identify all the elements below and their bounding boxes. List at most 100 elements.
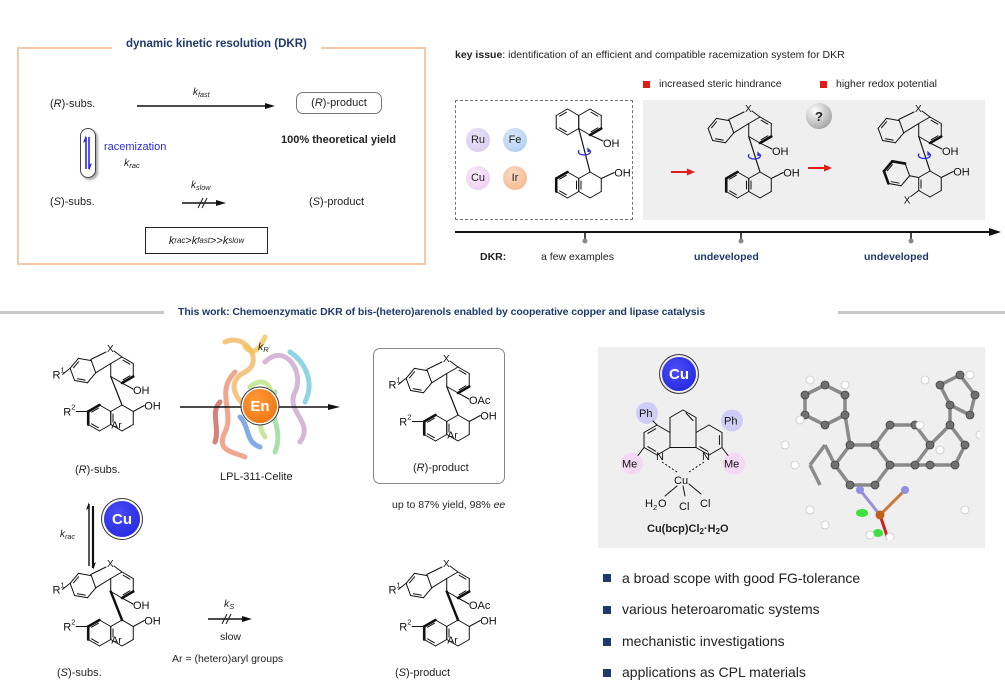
bond <box>445 590 460 622</box>
racemization-equilibrium-arrows <box>86 502 96 570</box>
bond <box>110 375 123 406</box>
bond <box>95 578 112 589</box>
xray-nitrogen-atom <box>901 486 909 494</box>
bond <box>748 136 761 144</box>
bond <box>714 138 724 141</box>
atom-label: 1 <box>60 580 64 589</box>
yield-ee-text: up to 87% yield, 98% ee <box>392 499 506 511</box>
xray-hydrogen-atom <box>805 505 815 515</box>
bond <box>708 424 723 433</box>
bond <box>77 572 92 577</box>
xray-carbon-atom <box>910 460 920 470</box>
question-mark-icon: ? <box>806 103 832 129</box>
slow-blocked-arrow-scheme <box>208 614 252 624</box>
bond <box>121 424 134 432</box>
atom-label: 1 <box>60 365 64 374</box>
xray-chlorine-atom <box>873 529 883 537</box>
atom-label: 2 <box>653 503 657 512</box>
bond <box>90 566 107 575</box>
bond <box>113 350 123 358</box>
bond <box>929 142 943 150</box>
highlight-cpl: applications as CPL materials <box>622 664 806 680</box>
xray-carbon-atom <box>845 480 855 490</box>
xray-hydrogen-atom <box>975 430 980 440</box>
bond <box>715 117 730 122</box>
bond <box>422 382 433 394</box>
bond <box>751 110 761 118</box>
bond <box>695 424 710 433</box>
bond <box>410 390 424 394</box>
xray-carbon-atom <box>840 390 850 400</box>
bond <box>707 117 717 129</box>
bond <box>69 367 76 382</box>
bond <box>69 357 79 369</box>
bond <box>122 375 131 381</box>
racemization-label: racemization <box>104 141 167 153</box>
bond <box>930 135 939 141</box>
bond <box>887 182 902 187</box>
bond <box>566 128 580 136</box>
fast-arrow <box>137 103 275 109</box>
r-subs-text: -subs. <box>65 98 96 110</box>
atom-label: R <box>63 622 71 634</box>
me-highlight <box>722 452 745 475</box>
timeline-stage-bis-hetero: undeveloped <box>864 251 929 263</box>
bond <box>426 361 443 370</box>
atom-label: OH <box>133 385 150 397</box>
bond <box>86 618 101 628</box>
bond <box>566 171 580 179</box>
s-product-label: (S)-product <box>309 196 365 208</box>
xray-n-cu-bond <box>858 489 882 516</box>
bond <box>940 171 954 178</box>
bond <box>468 415 481 422</box>
atom-label: OH <box>614 168 630 180</box>
bond <box>409 371 416 379</box>
bond <box>458 574 467 580</box>
bond <box>121 597 134 605</box>
s-product-caption: (S)-product <box>395 667 451 679</box>
ar-definition: Ar = (hetero)aryl groups <box>172 653 284 665</box>
bond <box>600 172 615 179</box>
bullet-icon <box>603 669 611 677</box>
bond <box>86 403 101 413</box>
legend-marker-steric <box>643 81 650 88</box>
xray-carbon-atom <box>950 460 960 470</box>
bond <box>110 571 123 579</box>
bond <box>559 127 567 133</box>
bond <box>725 191 738 199</box>
bullet-icon <box>603 606 611 614</box>
bond <box>748 171 761 179</box>
dkr-panel-title: dynamic kinetic resolution (DKR) <box>112 38 321 51</box>
bond <box>95 363 112 374</box>
bond <box>886 164 893 172</box>
bond <box>759 142 773 150</box>
atom-label: Ar <box>447 430 458 442</box>
r-product-box <box>373 348 505 484</box>
bond <box>110 424 123 432</box>
timeline-axis <box>455 228 1001 244</box>
bond <box>449 360 459 368</box>
bond <box>759 171 772 179</box>
bullet-icon <box>603 638 611 646</box>
bond <box>458 590 467 596</box>
highlight-heteroaromatic: various heteroaromatic systems <box>622 601 820 617</box>
bond <box>110 376 123 384</box>
bond <box>559 190 567 196</box>
xray-hydrogen-atom <box>805 375 815 385</box>
bond <box>708 447 723 456</box>
xray-bond <box>808 443 827 467</box>
highlight-mechanistic: mechanistic investigations <box>622 633 785 649</box>
xray-carbon-atom <box>870 440 880 450</box>
bond <box>711 121 718 129</box>
legend-marker-redox <box>820 81 827 88</box>
atom-label: OH <box>133 600 150 612</box>
r-product-pill: (R)-product <box>296 92 382 114</box>
bond <box>86 372 97 384</box>
bond <box>446 571 459 579</box>
bond <box>712 140 726 144</box>
